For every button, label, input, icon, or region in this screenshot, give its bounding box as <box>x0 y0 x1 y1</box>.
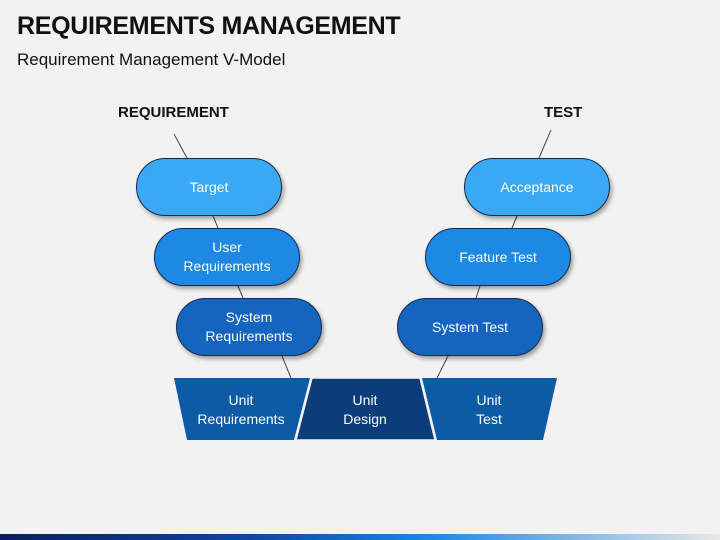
system-test-node: System Test <box>397 298 543 356</box>
test-heading: TEST <box>544 104 583 121</box>
unit-test-shape <box>422 378 557 440</box>
acceptance-node: Acceptance <box>464 158 610 216</box>
connector-left-3-unit <box>281 355 292 379</box>
connector-right-3-unit <box>436 355 449 379</box>
connector-left-2-3 <box>237 285 244 299</box>
connector-right-1-2 <box>511 215 518 229</box>
acceptance-label: Acceptance <box>500 178 574 195</box>
user-requirements-node: User Requirements <box>154 228 300 286</box>
target-node: Target <box>136 158 282 216</box>
unit-test-label: Unit Test <box>476 392 502 427</box>
target-label: Target <box>189 178 229 195</box>
unit-design-label: Unit Design <box>343 392 387 427</box>
page-title: REQUIREMENTS MANAGEMENT <box>17 12 401 40</box>
feature-test-node: Feature Test <box>425 228 571 286</box>
connector-right-top <box>538 129 552 159</box>
system-requirements-label: System Requirements <box>205 309 293 344</box>
requirement-heading: REQUIREMENT <box>118 104 229 121</box>
unit-design-shape <box>295 377 436 441</box>
page-subtitle: Requirement Management V-Model <box>17 50 286 69</box>
connector-right-2-3 <box>475 285 481 299</box>
feature-test-label: Feature Test <box>459 248 537 265</box>
unit-requirements-shape <box>174 378 310 440</box>
connector-left-top <box>173 133 188 159</box>
system-requirements-node: System Requirements <box>176 298 322 356</box>
unit-requirements-label: Unit Requirements <box>197 392 285 427</box>
system-test-label: System Test <box>432 318 508 335</box>
footer-gradient-bar <box>0 534 720 540</box>
connector-left-1-2 <box>212 215 219 229</box>
user-requirements-label: User Requirements <box>183 239 271 274</box>
